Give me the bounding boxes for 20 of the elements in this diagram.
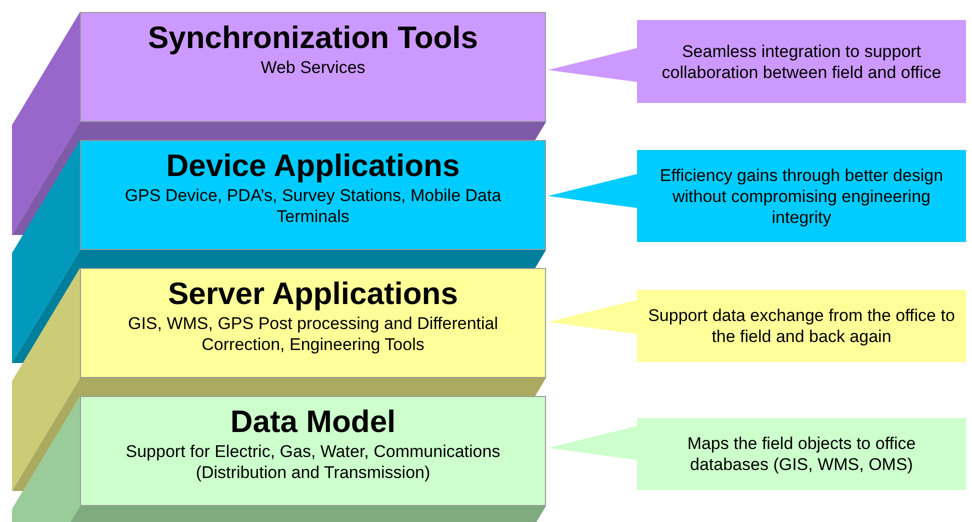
layer-block bbox=[80, 396, 546, 506]
callout-bubble bbox=[548, 290, 966, 362]
layer-title: Data Model bbox=[230, 403, 396, 441]
callout-text: Maps the field objects to office databases (GIS, WMS, OMS) bbox=[686, 433, 917, 475]
layer-description: Web Services bbox=[260, 57, 366, 78]
layer-block bbox=[80, 268, 546, 378]
callout-text: Seamless integration to support collaboration between field and office bbox=[660, 40, 942, 82]
callout-bubble bbox=[548, 20, 966, 103]
layer-title: Server Applications bbox=[168, 275, 458, 313]
callout-bubble bbox=[548, 418, 966, 490]
layer-description: Support for Electric, Gas, Water, Communications (Distribution and Transmission) bbox=[124, 441, 502, 483]
layer-title: Synchronization Tools bbox=[148, 19, 478, 57]
layer-description: GPS Device, PDA’s, Survey Stations, Mobile Data Terminals bbox=[124, 185, 502, 227]
callout-text: Efficiency gains through better design without compromising engineering integrity bbox=[658, 164, 944, 228]
layer-description: GIS, WMS, GPS Post processing and Differential Correction, Engineering Tools bbox=[126, 313, 500, 355]
layer-block bbox=[80, 12, 546, 122]
layer-title: Device Applications bbox=[166, 147, 460, 185]
callout-bubble bbox=[548, 150, 966, 242]
callout-text: Support data exchange from the office to the field and back again bbox=[647, 305, 956, 347]
layer-block bbox=[80, 140, 546, 250]
